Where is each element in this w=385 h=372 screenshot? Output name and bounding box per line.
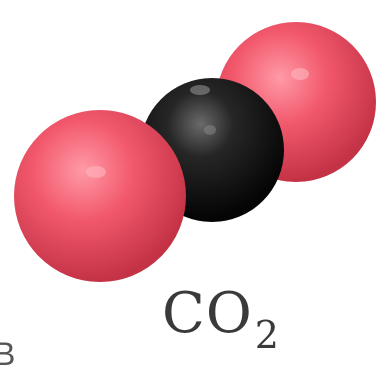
formula-label: CO2 [162,286,280,355]
panel-letter: B [0,336,16,372]
co2-molecule-diagram: CO2 B [0,22,376,370]
molecule-model [14,22,376,282]
oxygen-atom-left [14,110,186,282]
formula-subscript: 2 [254,313,280,357]
formula-main: CO [162,281,253,346]
